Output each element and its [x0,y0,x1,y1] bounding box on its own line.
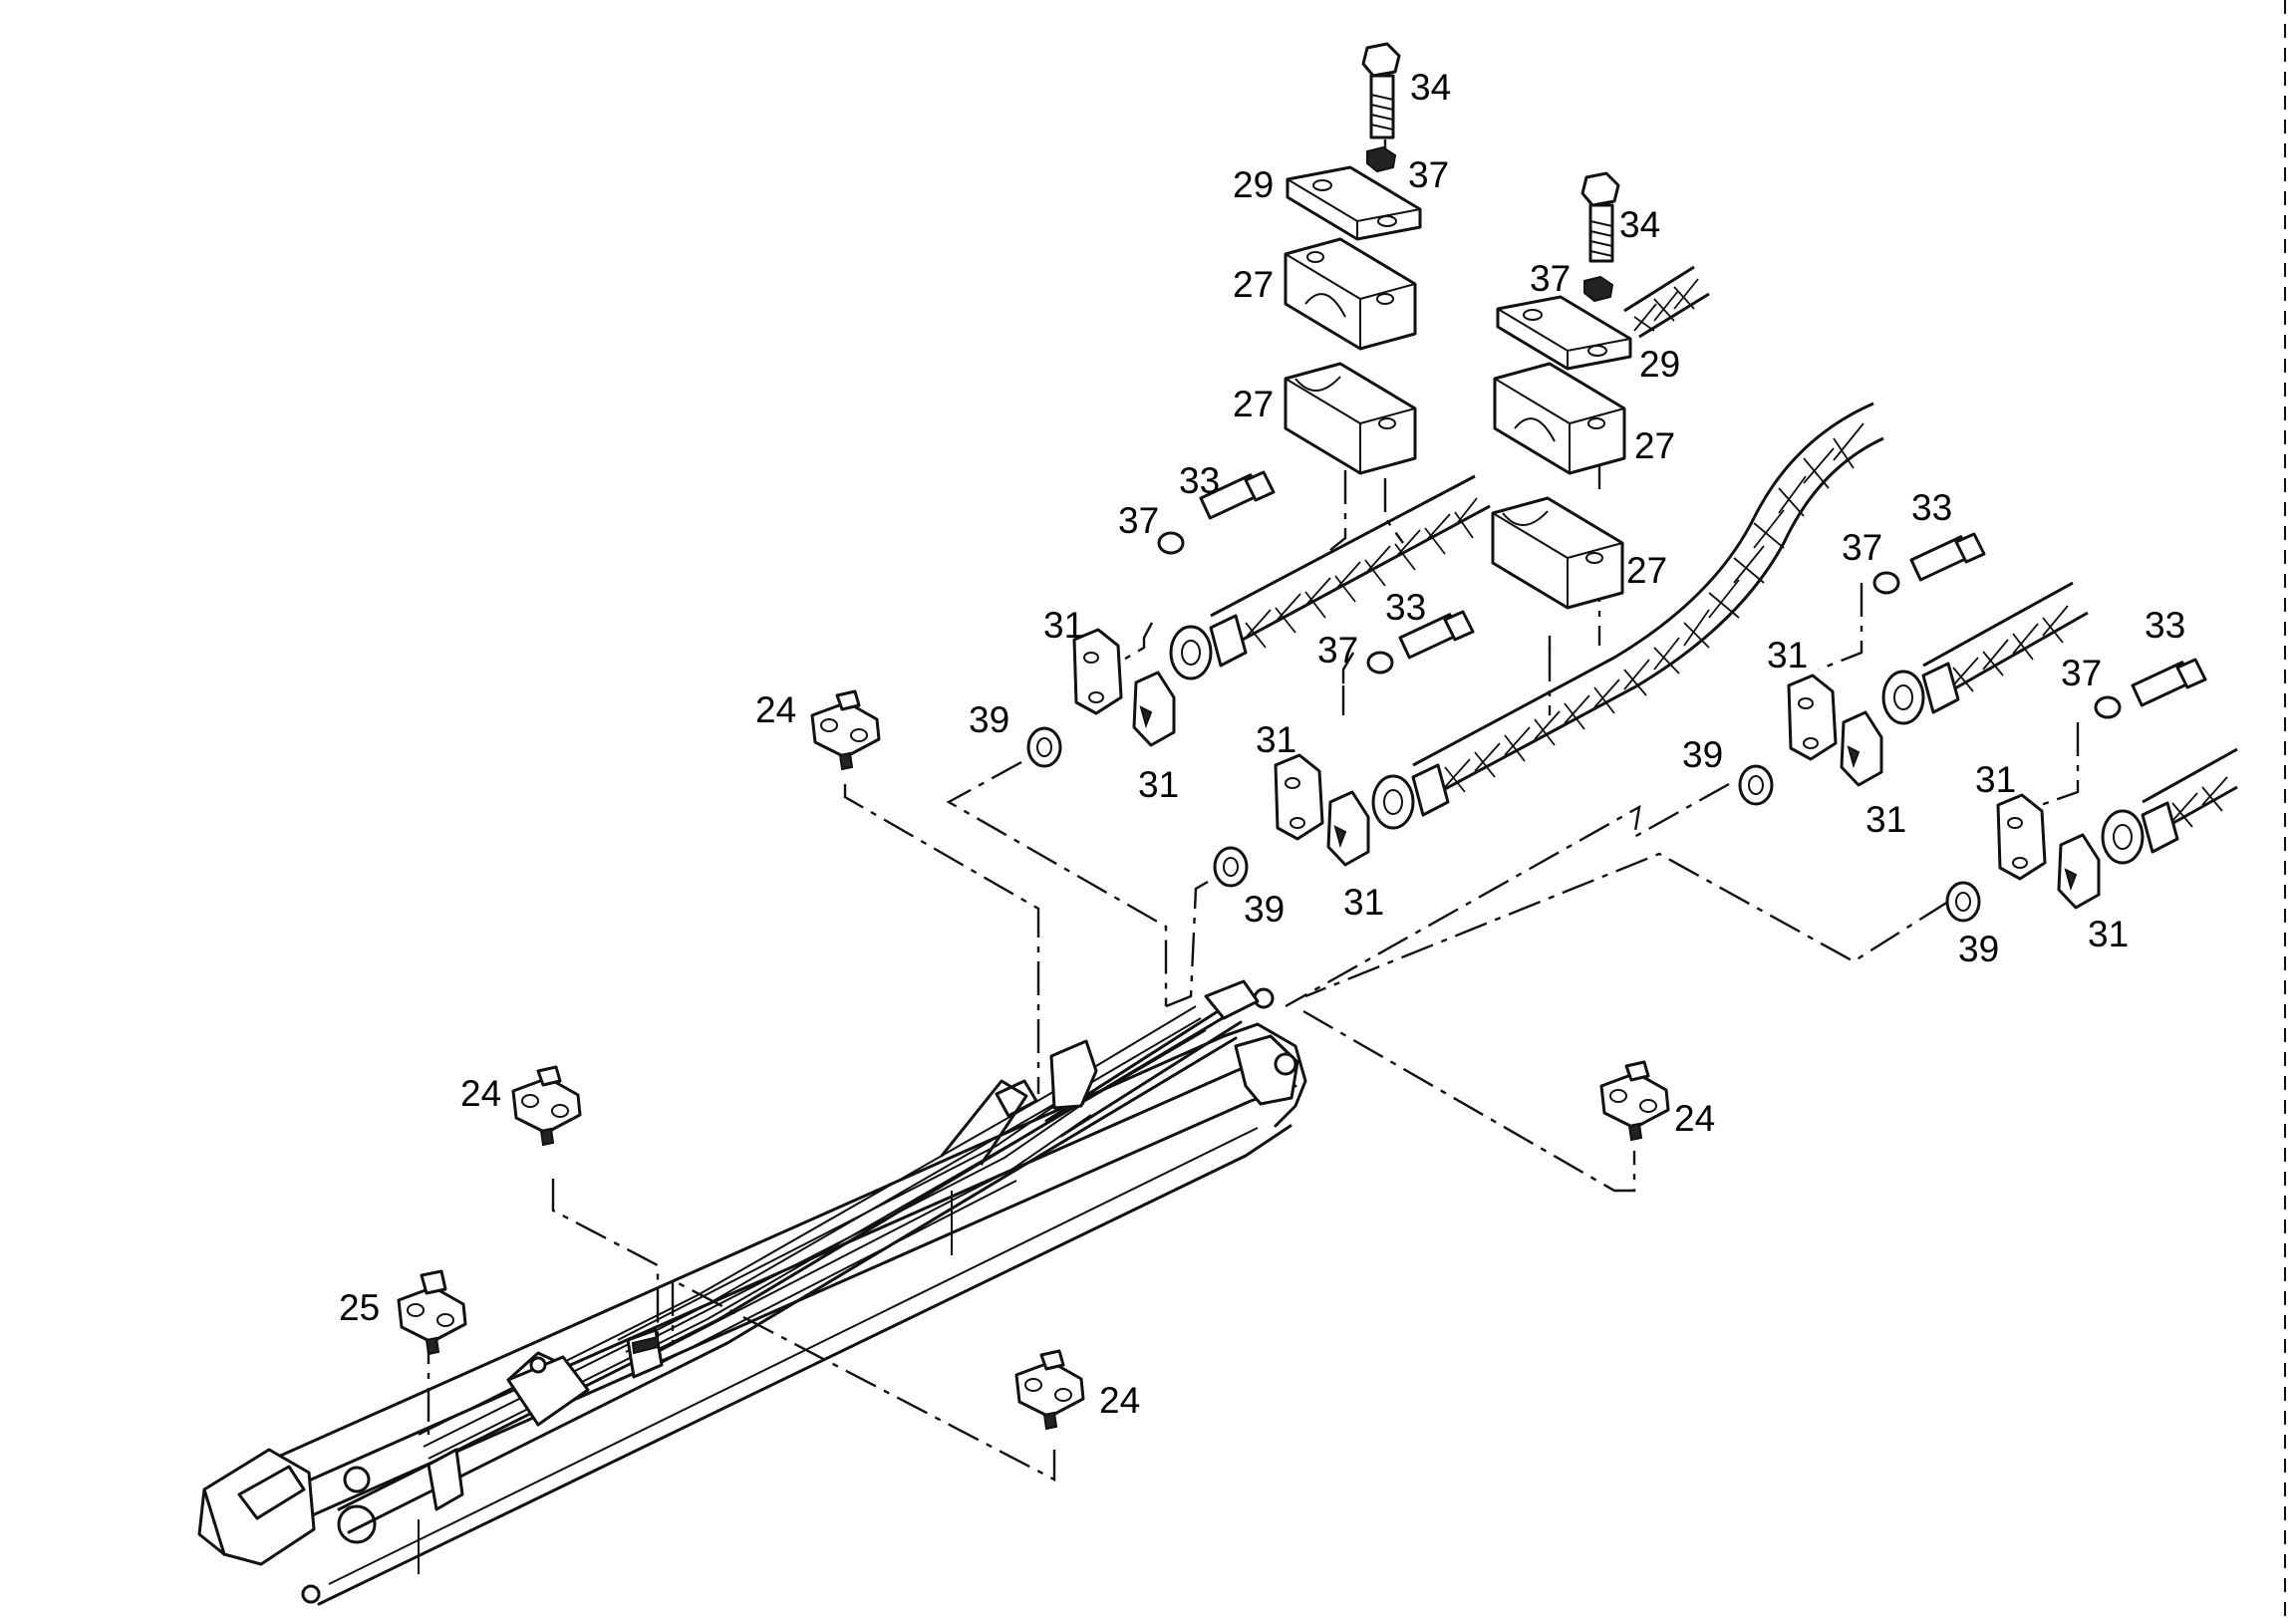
hose-2 [1371,402,1884,830]
callout-37: 37 [1317,630,1358,671]
callout-33: 33 [1179,460,1220,501]
callout-39: 39 [969,699,1009,740]
flange-set-2 [1213,610,1475,888]
hose-clamp-25 [397,1269,467,1356]
hose-clamp-24-b [511,1065,582,1147]
nut-37-left [1366,145,1397,173]
hose-clamp-24-d [1014,1349,1085,1431]
callout-27: 27 [1626,550,1667,591]
hose-1 [1169,474,1491,680]
callout-31: 31 [1138,764,1179,805]
plate-29-right [1496,295,1632,371]
callout-29: 29 [1233,164,1274,205]
bolt-34-right [1580,171,1620,263]
block-27-right-upper [1493,362,1626,475]
nut-37-right [1583,275,1614,303]
callout-34: 34 [1410,67,1451,108]
callout-37: 37 [2061,653,2102,693]
callout-27: 27 [1233,264,1274,305]
callout-31: 31 [1975,759,2016,800]
callout-31: 31 [1043,605,1084,646]
callout-24: 24 [755,689,796,730]
callout-27: 27 [1634,425,1675,466]
callout-34: 34 [1619,204,1660,245]
callout-37: 37 [1408,154,1449,195]
clamp-stack-left [1284,42,1422,475]
hose-3 [1623,265,1710,339]
callout-37: 37 [1842,527,1882,568]
callout-39: 39 [1244,889,1285,930]
callout-29: 29 [1639,344,1680,385]
block-27-left-lower [1284,362,1417,475]
bolt-34-left [1361,42,1401,139]
callout-37: 37 [1118,500,1159,541]
callout-31: 31 [1866,799,1906,840]
callout-31: 31 [1343,882,1384,923]
callout-33: 33 [1911,487,1952,528]
callout-39: 39 [1682,734,1723,775]
callout-24: 24 [1674,1098,1715,1139]
callout-24: 24 [1099,1380,1140,1421]
callout-27: 27 [1233,384,1274,424]
hoses [1169,265,2238,865]
flange-set-1 [1026,470,1276,768]
hose-5 [2101,747,2238,865]
callout-labels: 34 37 29 27 27 34 37 29 27 27 33 37 31 3… [339,67,2185,1421]
hose-clamp-24-c [1599,1060,1670,1142]
callout-39: 39 [1958,929,1999,969]
hose-4 [1881,581,2089,725]
callout-37: 37 [1530,258,1571,299]
clamp-stack-right [1491,171,1632,610]
flange-set-3 [1738,532,1986,806]
callout-25: 25 [339,1287,380,1328]
block-27-left-upper [1284,237,1417,351]
callout-31: 31 [2088,914,2129,954]
flange-set-4 [1945,658,2207,923]
callout-33: 33 [2145,605,2185,646]
hose-clamp-24-a [810,689,881,771]
callout-24: 24 [460,1073,501,1114]
callout-31: 31 [1767,635,1808,675]
plate-29-left [1286,165,1422,241]
block-27-right-lower [1491,496,1624,610]
callout-33: 33 [1385,587,1426,628]
boom-assembly [197,979,1307,1606]
callout-31: 31 [1256,719,1296,760]
